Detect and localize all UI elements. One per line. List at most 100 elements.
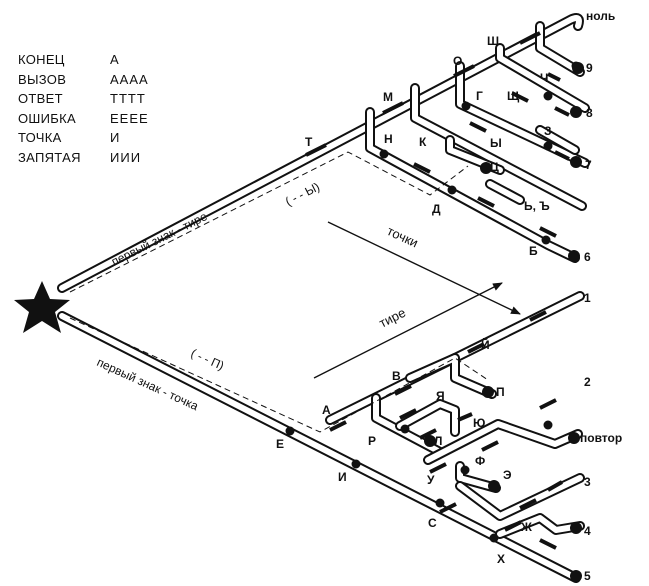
example-path-bottom bbox=[69, 317, 489, 433]
dashes-arrow bbox=[313, 282, 503, 379]
end-cap bbox=[480, 162, 492, 174]
track-inner bbox=[497, 45, 588, 111]
letter-label: С bbox=[428, 516, 437, 530]
dash-mark bbox=[529, 310, 547, 322]
dash-mark bbox=[467, 342, 485, 354]
end-cap bbox=[570, 156, 582, 168]
dot-marks bbox=[285, 61, 581, 543]
digit-label: 1 bbox=[584, 291, 591, 305]
letter-label: П bbox=[496, 385, 505, 399]
example-path-top bbox=[69, 151, 469, 293]
dashes-caption: тире bbox=[377, 305, 408, 331]
letter-label: К bbox=[419, 135, 427, 149]
dots-caption: точки bbox=[385, 223, 421, 250]
letter-label: Ы bbox=[490, 136, 502, 150]
dash-mark bbox=[539, 398, 557, 410]
dash-mark bbox=[453, 64, 475, 78]
end-caps bbox=[424, 62, 584, 582]
track-inner bbox=[373, 395, 443, 455]
letter-label: Ч bbox=[540, 71, 548, 85]
legend-name: ОШИБКА bbox=[18, 110, 76, 126]
dash-mark bbox=[469, 121, 487, 133]
letter-label: О bbox=[453, 54, 462, 68]
track-inner bbox=[425, 421, 581, 463]
dot-mark bbox=[379, 149, 389, 159]
letter-label: Ю bbox=[473, 416, 485, 430]
track-inner bbox=[367, 109, 578, 261]
dash-mark bbox=[305, 143, 327, 157]
digit-label: повтор bbox=[580, 431, 622, 445]
letter-label: Х bbox=[497, 552, 505, 566]
letter-label: Й bbox=[481, 337, 490, 352]
letter-label: М bbox=[383, 90, 393, 104]
dash-mark bbox=[519, 498, 537, 510]
end-cap bbox=[568, 432, 580, 444]
dash-mark bbox=[539, 226, 557, 238]
track-inner bbox=[457, 63, 588, 166]
dash-mark bbox=[329, 420, 347, 432]
legend-name: ВЫЗОВ bbox=[18, 71, 67, 87]
letter-label: Н bbox=[384, 132, 393, 146]
dot-mark bbox=[351, 459, 361, 469]
legend-name: ОТВЕТ bbox=[18, 91, 63, 107]
example-top-caption: ( - - Ы) bbox=[283, 180, 322, 209]
dash-mark bbox=[394, 384, 412, 396]
dot-mark bbox=[543, 141, 553, 151]
legend-code: И bbox=[110, 130, 121, 146]
dash-mark bbox=[539, 538, 557, 550]
dash-mark bbox=[457, 412, 473, 422]
dash-mark bbox=[382, 101, 404, 115]
dash-mark bbox=[477, 196, 495, 208]
end-cap bbox=[424, 435, 436, 447]
track-inner bbox=[457, 463, 499, 491]
letter-label: Э bbox=[503, 468, 512, 482]
track-inner bbox=[407, 355, 495, 397]
end-cap bbox=[568, 250, 580, 262]
digit-label: 9 bbox=[586, 61, 593, 75]
letter-label: Г bbox=[476, 89, 483, 103]
letter-label: Я bbox=[436, 389, 445, 403]
digit-label: 6 bbox=[584, 250, 591, 264]
letter-label: Д bbox=[432, 202, 441, 216]
legend-row: ВЫЗОВ АААА bbox=[18, 70, 149, 90]
legend-code: ИИИ bbox=[110, 149, 142, 165]
end-cap bbox=[570, 570, 582, 582]
dash-mark bbox=[511, 91, 529, 103]
dash-mark bbox=[554, 106, 570, 117]
letter-label: Л bbox=[434, 434, 442, 448]
letter-label: З bbox=[544, 124, 552, 138]
legend-code: А bbox=[110, 52, 120, 68]
dot-mark bbox=[460, 465, 470, 475]
digit-label: 2 bbox=[584, 375, 591, 389]
legend-code: ТТТТ bbox=[110, 91, 146, 107]
dot-mark bbox=[400, 424, 410, 434]
dash-first-caption: первый знак - тире bbox=[109, 209, 210, 269]
end-cap bbox=[572, 62, 584, 74]
track-inner bbox=[59, 313, 579, 581]
track-inner bbox=[412, 85, 585, 209]
digit-label: 4 bbox=[584, 524, 591, 538]
digit-label: ноль bbox=[586, 9, 615, 23]
dot-mark bbox=[543, 420, 553, 430]
dots-arrow bbox=[327, 221, 521, 315]
legend-row: ОТВЕТ ТТТТ bbox=[18, 89, 149, 109]
dash-mark bbox=[419, 428, 437, 440]
dash-mark bbox=[547, 72, 561, 82]
digit-label: 8 bbox=[586, 106, 593, 120]
track-inner bbox=[497, 515, 583, 537]
dot-mark bbox=[461, 101, 471, 111]
dot-mark bbox=[489, 533, 499, 543]
example-bottom-caption: ( - - П) bbox=[189, 346, 226, 373]
letter-label: Ш bbox=[487, 34, 499, 48]
letter-label: Ц bbox=[490, 160, 499, 174]
letter-label: И bbox=[338, 470, 347, 484]
start-star-icon bbox=[14, 281, 70, 333]
track-inner bbox=[487, 181, 523, 203]
legend-code: АААА bbox=[110, 71, 149, 87]
dot-mark bbox=[435, 498, 445, 508]
dash-mark bbox=[413, 162, 431, 174]
legend-name: ТОЧКА bbox=[18, 130, 62, 146]
